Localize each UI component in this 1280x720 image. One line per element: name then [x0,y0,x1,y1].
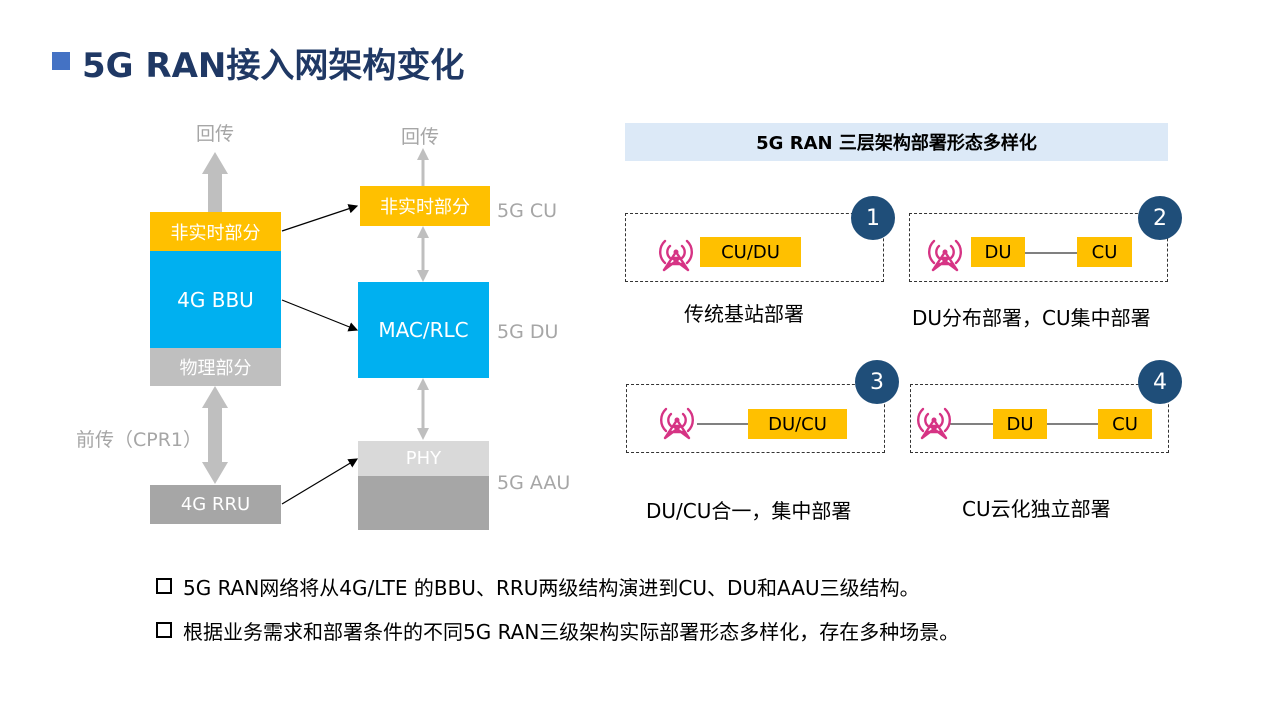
bbu-4g: 4G BBU [150,251,281,348]
physical-part-4g: 物理部分 [150,348,281,386]
scenario-1-cudu: CU/DU [700,237,801,267]
backhaul-label-left: 回传 [196,123,235,145]
mac-rlc-block: MAC/RLC [358,282,489,378]
aau-block [358,476,489,530]
antenna-tower-icon [660,407,694,440]
antenna-tower-icon [917,407,951,440]
scenario-2-du: DU [971,237,1025,267]
title-marker [52,52,70,70]
nrt-part-5g: 非实时部分 [360,186,490,226]
scenario-4-du: DU [993,409,1047,439]
du-5g-label: 5G DU [497,321,559,343]
backhaul-arrow-left [202,152,228,212]
du-phy-arrow [417,378,429,440]
backhaul-arrow-right [417,148,429,186]
scenario-4-box [910,384,1169,453]
map-arrow-rru [281,458,359,505]
map-arrow-nrt [281,204,359,232]
scenario-3-box [626,384,885,453]
antenna-tower-icon [928,239,962,272]
map-arrow-bbu [281,299,359,332]
scenario-3-caption: DU/CU合一，集中部署 [646,499,852,523]
bullet-text-2: 根据业务需求和部署条件的不同5G RAN三级架构实际部署形态多样化，存在多种场景… [183,620,960,644]
scenario-4-badge: 4 [1138,360,1182,404]
scenario-3-ducu: DU/CU [748,409,847,439]
scenario-1-box [625,213,884,282]
scenario-4-caption: CU云化独立部署 [962,497,1111,521]
scenario-2-box [909,213,1168,282]
scenario-1-caption: 传统基站部署 [684,302,804,326]
scenarios-banner: 5G RAN 三层架构部署形态多样化 [625,123,1168,161]
rru-4g: 4G RRU [150,485,281,524]
scenario-2-badge: 2 [1138,196,1182,240]
phy-block: PHY [358,441,489,476]
aau-5g-label: 5G AAU [497,472,571,494]
scenario-1-badge: 1 [851,196,895,240]
scenario-3-badge: 3 [855,360,899,404]
bullet-marker [156,578,172,594]
nrt-part-4g: 非实时部分 [150,212,281,251]
cu-5g-label: 5G CU [497,200,558,222]
fronthaul-arrow [202,386,228,484]
backhaul-label-right: 回传 [401,126,440,148]
bullet-text-1: 5G RAN网络将从4G/LTE 的BBU、RRU两级结构演进到CU、DU和AA… [183,576,920,600]
scenario-4-cu: CU [1098,409,1152,439]
fronthaul-label: 前传（CPR1） [76,429,203,451]
cu-du-arrow [417,226,429,282]
bullet-marker [156,622,172,638]
scenario-2-cu: CU [1077,237,1132,267]
page-title: 5G RAN接入网架构变化 [82,46,465,86]
scenario-2-caption: DU分布部署，CU集中部署 [912,306,1151,330]
antenna-tower-icon [659,239,693,272]
